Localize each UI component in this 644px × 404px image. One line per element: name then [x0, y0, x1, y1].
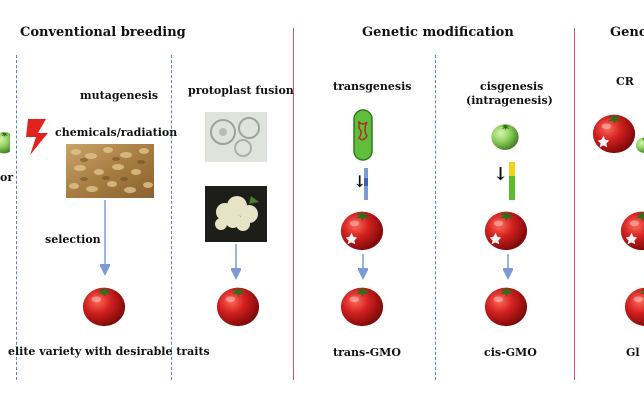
tomato-transgenesis-star-icon [338, 202, 386, 254]
tomato-trans-gmo-icon [340, 287, 384, 327]
tomato-genome-partial-2 [624, 287, 644, 327]
label-transgenesis: transgenesis [333, 80, 412, 93]
protoplast-cells-icon [205, 112, 267, 162]
header-genome-editing: Geno [610, 25, 644, 40]
tomato-genome-star-icon [590, 104, 638, 158]
separator-red-1 [293, 28, 294, 380]
label-chemicals-radiation: chemicals/radiation [55, 126, 178, 139]
seeds-image-icon [66, 144, 154, 198]
arrow-down-black-1: ↓ [353, 172, 367, 191]
header-genetic-modification: Genetic modification [362, 25, 514, 40]
tomato-mutagenesis-icon [82, 287, 126, 327]
bacterium-icon [353, 109, 373, 161]
tomato-green-cis-icon [491, 124, 519, 150]
label-mutagenesis: mutagenesis [80, 89, 159, 102]
label-selection: selection [45, 233, 101, 246]
label-elite-variety: elite variety with desirable traits [8, 345, 210, 358]
arrow-cisgenesis [503, 254, 513, 280]
separator-blue-1 [16, 55, 17, 380]
label-cisgenesis: cisgenesis [480, 80, 544, 93]
separator-red-2 [574, 28, 575, 380]
tomato-cisgenesis-star-icon [482, 202, 530, 254]
left-partial-label: or [0, 171, 14, 184]
arrow-down-black-2: ↓ [493, 164, 509, 185]
tomato-protoplast-icon [216, 287, 260, 327]
gene-segment-yellow-green-icon [509, 162, 515, 200]
arrow-mutagenesis [100, 200, 110, 276]
separator-blue-3 [435, 55, 436, 380]
header-conventional-breeding: Conventional breeding [20, 25, 186, 40]
tomato-cis-gmo-icon [484, 287, 528, 327]
lightning-icon [26, 119, 48, 155]
label-gl-partial: Gl [626, 346, 640, 359]
label-protoplast-fusion: protoplast fusion [188, 84, 294, 97]
label-intragenesis: (intragenesis) [466, 94, 553, 107]
label-cis-gmo: cis-GMO [484, 346, 537, 359]
gene-segment-blue-icon [364, 168, 368, 200]
label-trans-gmo: trans-GMO [333, 346, 401, 359]
separator-blue-2 [171, 55, 172, 380]
tomato-green-partial-icon [636, 137, 644, 153]
tomato-genome-partial-1 [618, 202, 644, 254]
callus-image-icon [205, 186, 267, 242]
arrow-protoplast [231, 244, 241, 280]
tomato-green-icon [0, 132, 10, 154]
label-cr-partial: CR [616, 75, 634, 88]
arrow-transgenesis [358, 254, 368, 280]
